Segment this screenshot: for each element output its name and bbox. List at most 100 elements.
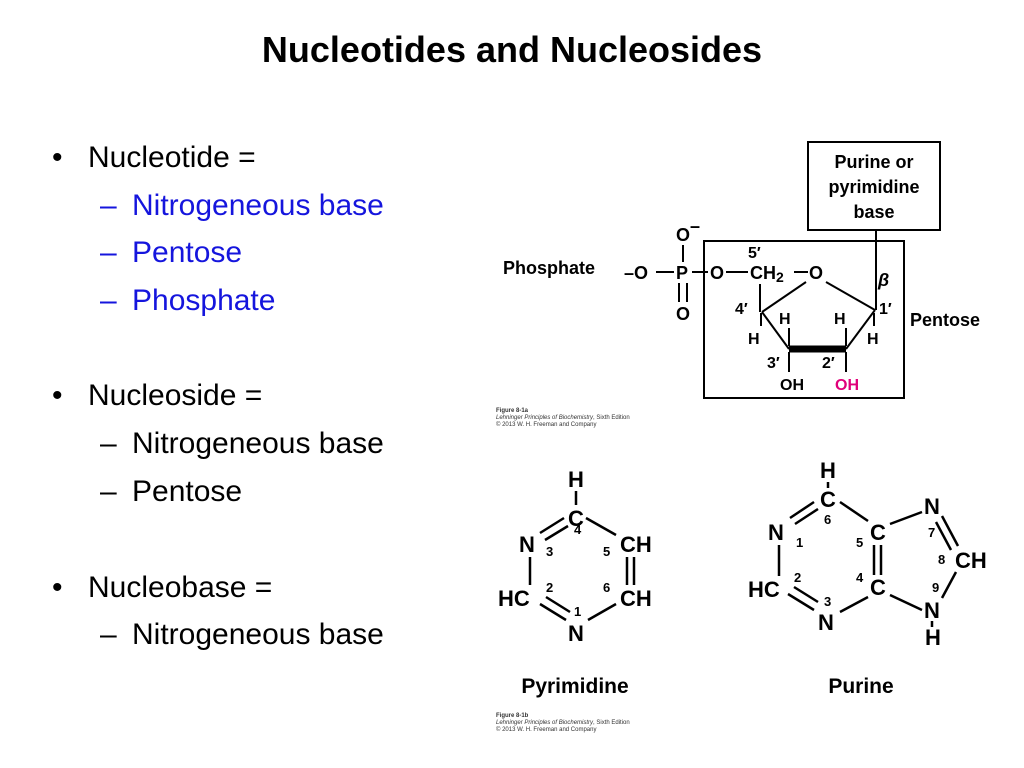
bond [940,571,958,599]
atom-oh-2prime: OH [835,377,859,394]
atom-n: N [924,598,940,623]
ring-number: 2 [794,570,801,585]
sub-item-label: Nitrogeneous base [132,618,384,651]
atom-ch: CH [620,586,652,611]
sub-item-phosphate: –Phosphate [100,283,275,319]
atom-h: H [748,331,760,348]
dash: – [100,475,117,508]
atom-o: –O [624,263,648,283]
atom-hc: HC [498,586,530,611]
sub-item-pentose: –Pentose [100,235,242,271]
pyrimidine-structure: H C 4 N 3 CH 5 CH 6 HC 2 N 1 Pyrimidine [498,467,652,698]
bond [889,593,923,612]
atom-ch: CH [620,532,652,557]
bond [793,585,819,604]
bond [940,515,960,547]
atom-hc: HC [748,577,780,602]
base-box-label-line: Purine or [834,152,913,172]
base-box-label-line: pyrimidine [828,177,919,197]
figure-credit-a: Figure 8-1a Lehninger Principles of Bioc… [496,408,630,429]
position-label: 2′ [822,355,835,372]
credit-book: Lehninger Principles of Biochemistry [496,720,594,726]
figure-credit-b: Figure 8-1b Lehninger Principles of Bioc… [496,713,630,734]
atom-c: C [870,575,886,600]
slide-title: Nucleotides and Nucleosides [261,29,763,70]
sub-item-nitrogeneous-base: –Nitrogeneous base [100,188,384,224]
ring-number: 7 [928,525,935,540]
bullet-nucleotide: •Nucleotide = [52,140,256,176]
pyrimidine-label: Pyrimidine [521,675,628,698]
beta-label: β [877,270,889,290]
bond [587,602,617,622]
atom-h: H [867,331,879,348]
ring-number: 2 [546,580,553,595]
atom-n: N [768,520,784,545]
credit-figure: Figure 8-1b [496,713,529,719]
pentose-box [703,240,905,399]
bond [839,595,869,614]
bond [787,592,815,612]
sub-item-label: Pentose [132,475,243,508]
bullet-label-nucleobase: Nucleobase = [88,571,273,604]
atom-h: H [568,467,584,492]
credit-edition: , Sixth Edition [593,415,630,421]
ring-number: 6 [603,580,610,595]
credit-book: Lehninger Principles of Biochemistry [496,415,594,421]
credit-figure: Figure 8-1a [496,408,529,414]
purine-label: Purine [828,675,893,698]
bond [585,516,617,537]
bond [794,507,819,526]
atom-c: C [568,506,584,531]
atom-o: O [676,225,690,245]
ring-number: 3 [824,594,831,609]
sub-item-label: Nitrogeneous base [132,427,384,460]
bullet-nucleoside: •Nucleoside = [52,378,262,414]
bond [545,595,571,614]
bullet-nucleobase: •Nucleobase = [52,570,272,606]
bond [934,521,953,551]
atom-ch: CH [955,548,987,573]
atom-h: H [820,458,836,483]
atom-o: O [710,263,724,283]
sub-item-nitrogeneous-base: –Nitrogeneous base [100,426,384,462]
credit-copyright: © 2013 W. H. Freeman and Company [496,727,597,733]
ring-number: 5 [603,544,610,559]
credit-edition: , Sixth Edition [593,720,630,726]
position-label: 1′ [879,301,892,318]
phosphate-label: Phosphate [503,258,595,278]
base-box [807,141,941,231]
position-label: 4′ [735,301,748,318]
purine-structure: H C 6 N 1 HC 2 N 3 C 5 C 4 N 7 CH 8 N 9 [748,458,987,698]
atom-h: H [925,625,941,650]
ring-number: 4 [856,570,864,585]
sub-item-nitrogeneous-base: –Nitrogeneous base [100,617,384,653]
sub-item-label: Phosphate [132,284,276,317]
ring-number: 3 [546,544,553,559]
bond [839,500,869,523]
base-box-label-line: base [853,202,894,222]
dash: – [100,618,117,651]
bond [539,516,565,535]
bullet-label-nucleotide: Nucleotide = [88,141,256,174]
sub-item-label: Nitrogeneous base [132,189,384,222]
atom-oh: OH [780,377,804,394]
atom-h: H [779,311,791,328]
dash: – [100,189,117,222]
ring-number: 5 [856,535,863,550]
atom-c: C [870,520,886,545]
atom-n: N [519,532,535,557]
sub-item-pentose: –Pentose [100,474,242,510]
bond [889,510,923,526]
bond [761,281,807,313]
pentose-label: Pentose [910,310,980,330]
bond [825,281,876,311]
ring-number: 8 [938,552,945,567]
bond [845,309,876,350]
dash: – [100,427,117,460]
position-label: 3′ [767,355,780,372]
ring-number: 1 [796,535,803,550]
atom-o: O [809,263,823,283]
bond [761,311,790,350]
sub-item-label: Pentose [132,236,243,269]
